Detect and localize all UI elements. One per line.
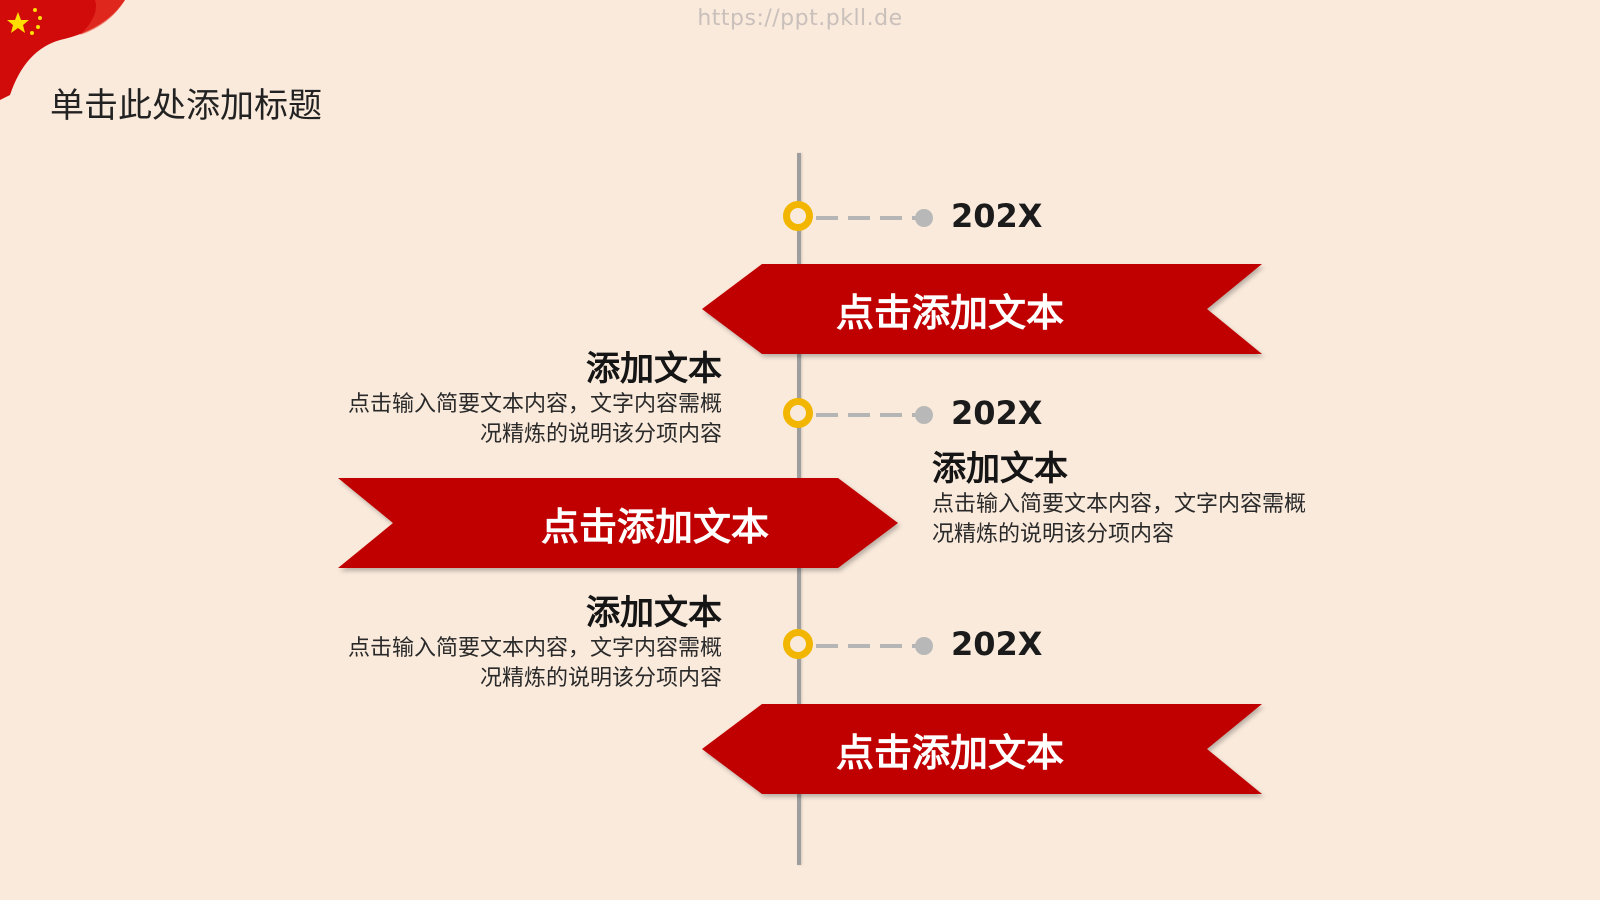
text-block[interactable]: 添加文本 点击输入简要文本内容，文字内容需概 况精炼的说明该分项内容: [932, 448, 1352, 550]
year-label[interactable]: 202X: [951, 394, 1043, 432]
year-label[interactable]: 202X: [951, 625, 1043, 663]
timeline-connector: [816, 644, 924, 648]
banner-text[interactable]: 点击添加文本: [540, 505, 769, 549]
banner-text[interactable]: 点击添加文本: [835, 291, 1064, 335]
year-label[interactable]: 202X: [951, 197, 1043, 235]
block-heading: 添加文本: [586, 593, 722, 633]
text-block[interactable]: 添加文本 点击输入简要文本内容，文字内容需概 况精炼的说明该分项内容: [302, 348, 722, 450]
block-line: 点击输入简要文本内容，文字内容需概: [347, 392, 722, 417]
banner-ribbon: [702, 264, 1262, 354]
timeline-dot: [915, 209, 933, 227]
text-block[interactable]: 添加文本 点击输入简要文本内容，文字内容需概 况精炼的说明该分项内容: [302, 592, 722, 694]
block-heading: 添加文本: [932, 449, 1068, 489]
block-line: 况精炼的说明该分项内容: [932, 522, 1175, 547]
block-line: 点击输入简要文本内容，文字内容需概: [932, 492, 1307, 517]
banner-ribbon: [702, 704, 1262, 794]
block-line: 况精炼的说明该分项内容: [479, 666, 722, 691]
banner-text[interactable]: 点击添加文本: [835, 731, 1064, 775]
block-heading: 添加文本: [586, 349, 722, 389]
timeline-node: [783, 629, 813, 659]
timeline-dot: [915, 637, 933, 655]
timeline-node: [783, 398, 813, 428]
flag-icon: [0, 0, 125, 100]
timeline-connector: [816, 413, 924, 417]
watermark: https://ppt.pkll.de: [697, 6, 903, 31]
banner-ribbon: [338, 478, 898, 568]
timeline-dot: [915, 406, 933, 424]
block-line: 点击输入简要文本内容，文字内容需概: [347, 636, 722, 661]
timeline-node: [783, 201, 813, 231]
page-title[interactable]: 单击此处添加标题: [50, 86, 322, 126]
timeline-connector: [816, 216, 924, 220]
block-line: 况精炼的说明该分项内容: [479, 422, 722, 447]
